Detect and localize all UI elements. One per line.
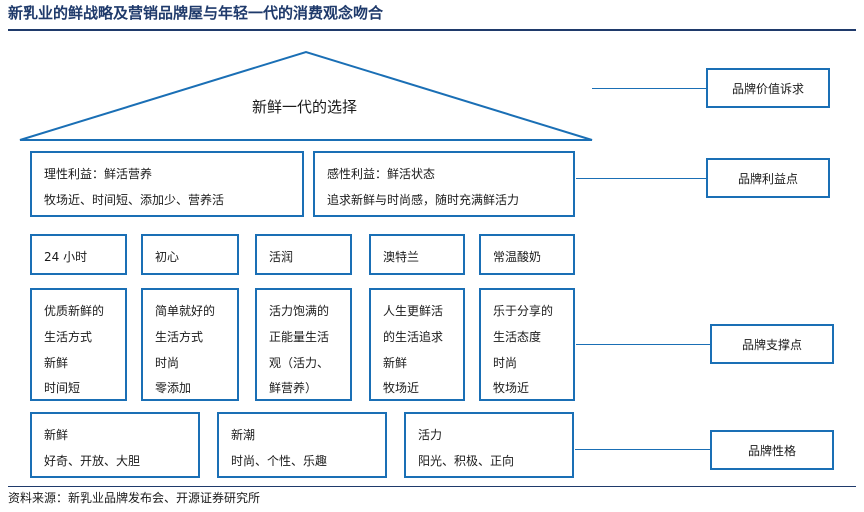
pillar-tag-label: 活润 — [269, 250, 294, 264]
personality-detail: 阳光、积极、正向 — [418, 454, 515, 468]
roof-label: 新鲜一代的选择 — [252, 98, 358, 116]
pillar-line: 零添加 — [155, 381, 192, 395]
pillar-line: 乐于分享的 — [493, 304, 554, 318]
pillar-detail-3: 活力饱满的 正能量生活 观（活力、 鲜营养） — [255, 288, 352, 401]
personality-box-2: 新潮 时尚、个性、乐趣 — [217, 412, 387, 478]
pillar-detail-5: 乐于分享的 生活态度 时尚 牧场近 — [479, 288, 575, 401]
pillar-line: 生活方式 — [44, 330, 93, 344]
connector-line — [576, 344, 710, 345]
connector-line — [592, 88, 706, 89]
rational-benefit-heading: 理性利益：鲜活营养 — [44, 167, 153, 181]
pillar-line: 正能量生活 — [269, 330, 330, 344]
pillar-line: 牧场近 — [383, 381, 420, 395]
pillar-line: 时尚 — [493, 356, 518, 370]
source-note: 资料来源：新乳业品牌发布会、开源证券研究所 — [8, 491, 261, 505]
personality-heading: 活力 — [418, 428, 443, 442]
pillar-line: 新鲜 — [44, 356, 69, 370]
emotional-benefit-box: 感性利益：鲜活状态 追求新鲜与时尚感，随时充满鲜活力 — [313, 151, 575, 217]
pillar-detail-1: 优质新鲜的 生活方式 新鲜 时间短 — [30, 288, 127, 401]
personality-detail: 时尚、个性、乐趣 — [231, 454, 328, 468]
brand-support-label: 品牌支撑点 — [710, 324, 834, 364]
pillar-line: 时间短 — [44, 381, 81, 395]
brand-personality-label: 品牌性格 — [710, 430, 834, 470]
pillar-line: 观（活力、 — [269, 356, 330, 370]
pillar-line: 的生活追求 — [383, 330, 444, 344]
connector-line — [576, 178, 706, 179]
pillar-line: 人生更鲜活 — [383, 304, 444, 318]
pillar-line: 时尚 — [155, 356, 180, 370]
pillar-line: 生活态度 — [493, 330, 542, 344]
pillar-tag-2: 初心 — [141, 234, 239, 275]
pillar-detail-4: 人生更鲜活 的生活追求 新鲜 牧场近 — [369, 288, 465, 401]
pillar-line: 活力饱满的 — [269, 304, 330, 318]
pillar-tag-5: 常温酸奶 — [479, 234, 575, 275]
personality-box-1: 新鲜 好奇、开放、大胆 — [30, 412, 200, 478]
brand-value-label: 品牌价值诉求 — [706, 68, 830, 108]
source-divider — [8, 486, 856, 487]
pillar-tag-label: 初心 — [155, 250, 180, 264]
personality-heading: 新潮 — [231, 428, 256, 442]
connector-line — [575, 449, 710, 450]
rational-benefit-box: 理性利益：鲜活营养 牧场近、时间短、添加少、营养活 — [30, 151, 304, 217]
pillar-tag-4: 澳特兰 — [369, 234, 465, 275]
emotional-benefit-heading: 感性利益：鲜活状态 — [327, 167, 436, 181]
brand-benefit-label: 品牌利益点 — [706, 158, 830, 198]
personality-box-3: 活力 阳光、积极、正向 — [404, 412, 574, 478]
title-divider — [8, 29, 856, 31]
emotional-benefit-detail: 追求新鲜与时尚感，随时充满鲜活力 — [327, 193, 520, 207]
pillar-tag-1: 24 小时 — [30, 234, 127, 275]
pillar-tag-label: 常温酸奶 — [493, 250, 542, 264]
pillar-line: 新鲜 — [383, 356, 408, 370]
pillar-line: 牧场近 — [493, 381, 530, 395]
pillar-tag-label: 澳特兰 — [383, 250, 420, 264]
pillar-line: 鲜营养） — [269, 381, 318, 395]
pillar-tag-3: 活润 — [255, 234, 352, 275]
pillar-line: 简单就好的 — [155, 304, 216, 318]
personality-heading: 新鲜 — [44, 428, 69, 442]
rational-benefit-detail: 牧场近、时间短、添加少、营养活 — [44, 193, 225, 207]
pillar-tag-label: 24 小时 — [44, 250, 88, 264]
figure-title: 新乳业的鲜战略及营销品牌屋与年轻一代的消费观念吻合 — [8, 4, 384, 22]
personality-detail: 好奇、开放、大胆 — [44, 454, 141, 468]
pillar-detail-2: 简单就好的 生活方式 时尚 零添加 — [141, 288, 239, 401]
pillar-line: 生活方式 — [155, 330, 204, 344]
pillar-line: 优质新鲜的 — [44, 304, 105, 318]
